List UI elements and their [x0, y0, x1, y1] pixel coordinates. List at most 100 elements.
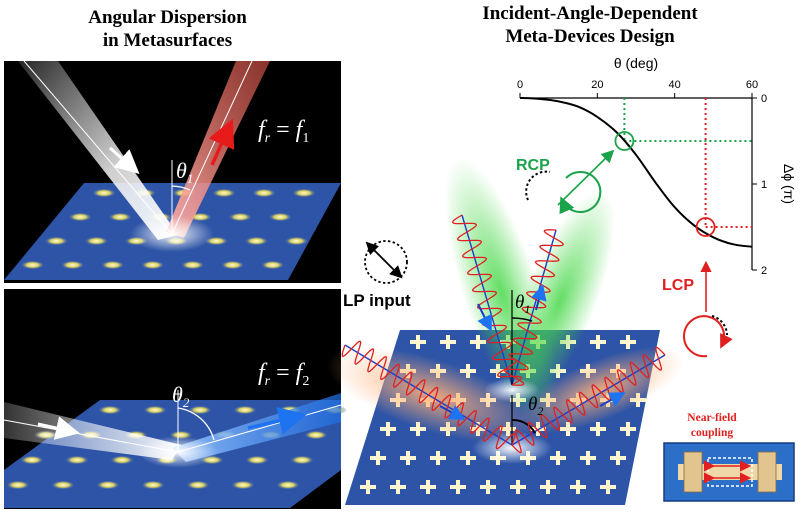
cross-element: [370, 451, 386, 465]
nano-dot: [108, 212, 133, 222]
nano-dot: [96, 480, 120, 490]
cross-element: [590, 422, 606, 436]
left-title-line2: in Metasurfaces: [102, 30, 233, 51]
nano-dot: [140, 260, 165, 270]
cross-element: [550, 451, 566, 465]
lp-input-label: LP input: [343, 291, 411, 310]
y-axis-label: Δϕ (π): [781, 164, 797, 204]
diffracted-arrow-red: [208, 118, 235, 166]
operating-point-marker: [695, 217, 716, 237]
nano-dot: [6, 480, 30, 490]
cross-element: [470, 335, 486, 349]
spot-right-low: [472, 432, 552, 464]
condition-label-top: fr=f1: [258, 117, 309, 146]
operating-point-marker: [614, 131, 635, 151]
panel-top-left: θ1 fr=f1: [4, 60, 341, 283]
green-glow-right: [503, 190, 616, 415]
rcp-pointer: [557, 149, 615, 206]
cross-element: [460, 451, 476, 465]
cross-element: [590, 335, 606, 349]
nano-dot: [20, 455, 44, 465]
cross-element: [380, 422, 396, 436]
cross-element: [540, 480, 556, 494]
cross-element: [480, 480, 496, 494]
nano-dot: [110, 455, 134, 465]
diffracted-arrow-blue: [247, 407, 307, 435]
cross-element: [410, 422, 426, 436]
left-title-line1: Angular Dispersion: [88, 7, 247, 28]
nano-dot: [84, 236, 109, 246]
x-axis-label: θ (deg): [614, 55, 658, 71]
nano-dot: [141, 480, 165, 490]
nano-dot: [143, 405, 167, 415]
condition-label-bottom: fr=f2: [258, 360, 309, 389]
nano-dot: [180, 260, 205, 270]
cross-element: [610, 451, 626, 465]
phase-curve: [519, 97, 753, 248]
y-tick-label: 2: [761, 265, 767, 277]
wave-path: [511, 346, 666, 454]
incident-beam-top: [18, 61, 178, 240]
x-tick-label: 20: [591, 79, 603, 91]
cross-element: [620, 335, 636, 349]
theta1-label-right: θ1: [515, 292, 530, 316]
nano-dot: [284, 236, 309, 246]
cross-element: [400, 451, 416, 465]
spot-right-high: [484, 378, 540, 402]
nano-dot: [220, 260, 245, 270]
cross-element: [510, 480, 526, 494]
nano-dot: [100, 260, 125, 270]
nano-dot: [245, 455, 269, 465]
cross-element: [450, 480, 466, 494]
left-title: Angular Dispersion in Metasurfaces: [0, 6, 335, 52]
cross-element: [360, 480, 376, 494]
x-tick-label: 40: [669, 79, 681, 91]
lcp-label: LCP: [662, 277, 694, 294]
y-tick-label: 0: [761, 93, 767, 105]
inset-label-line2: coupling: [691, 427, 733, 439]
nano-dot: [92, 188, 116, 198]
theta1-label-top: θ1: [176, 158, 193, 186]
cross-element: [600, 480, 616, 494]
nano-dot: [51, 480, 75, 490]
nano-dot: [20, 260, 45, 270]
nano-dot: [188, 405, 212, 415]
cross-element: [570, 480, 586, 494]
nano-dot: [228, 212, 253, 222]
nano-dot: [60, 260, 85, 270]
nano-dot: [233, 405, 257, 415]
theta2-label-bottom: θ2: [172, 382, 190, 410]
nano-dot: [290, 455, 314, 465]
cross-element: [420, 480, 436, 494]
orange-glow-incident: [326, 346, 538, 444]
nano-dot: [44, 236, 69, 246]
theta2-label-right: θ2: [528, 394, 543, 418]
nano-dot: [252, 188, 276, 198]
nano-dot: [268, 212, 293, 222]
incident-arrow-bottom: [37, 416, 80, 440]
cross-element: [430, 451, 446, 465]
rcp-label: RCP: [516, 157, 550, 174]
wave-path: [503, 229, 565, 386]
lp-polarization-icon: [364, 240, 408, 284]
y-tick-label: 1: [761, 179, 767, 191]
right-title: Incident-Angle-Dependent Meta-Devices De…: [425, 2, 755, 48]
nano-dot: [65, 455, 89, 465]
nano-dot: [292, 188, 316, 198]
panel-bottom-left: θ2 fr=f2: [3, 289, 347, 509]
near-field-inset: Near-field coupling: [663, 412, 795, 502]
cross-element: [410, 335, 426, 349]
right-title-line1: Incident-Angle-Dependent: [482, 3, 698, 24]
incident-beam-bottom: [4, 402, 182, 460]
nano-dot: [98, 405, 122, 415]
nano-dot: [231, 480, 255, 490]
rcp-polarization-icon: [525, 170, 602, 215]
cross-element: [440, 335, 456, 349]
nano-dot: [186, 480, 210, 490]
nano-dot: [68, 212, 93, 222]
cross-element: [620, 422, 636, 436]
lcp-polarization-icon: [683, 315, 733, 358]
nano-dot: [304, 430, 328, 440]
